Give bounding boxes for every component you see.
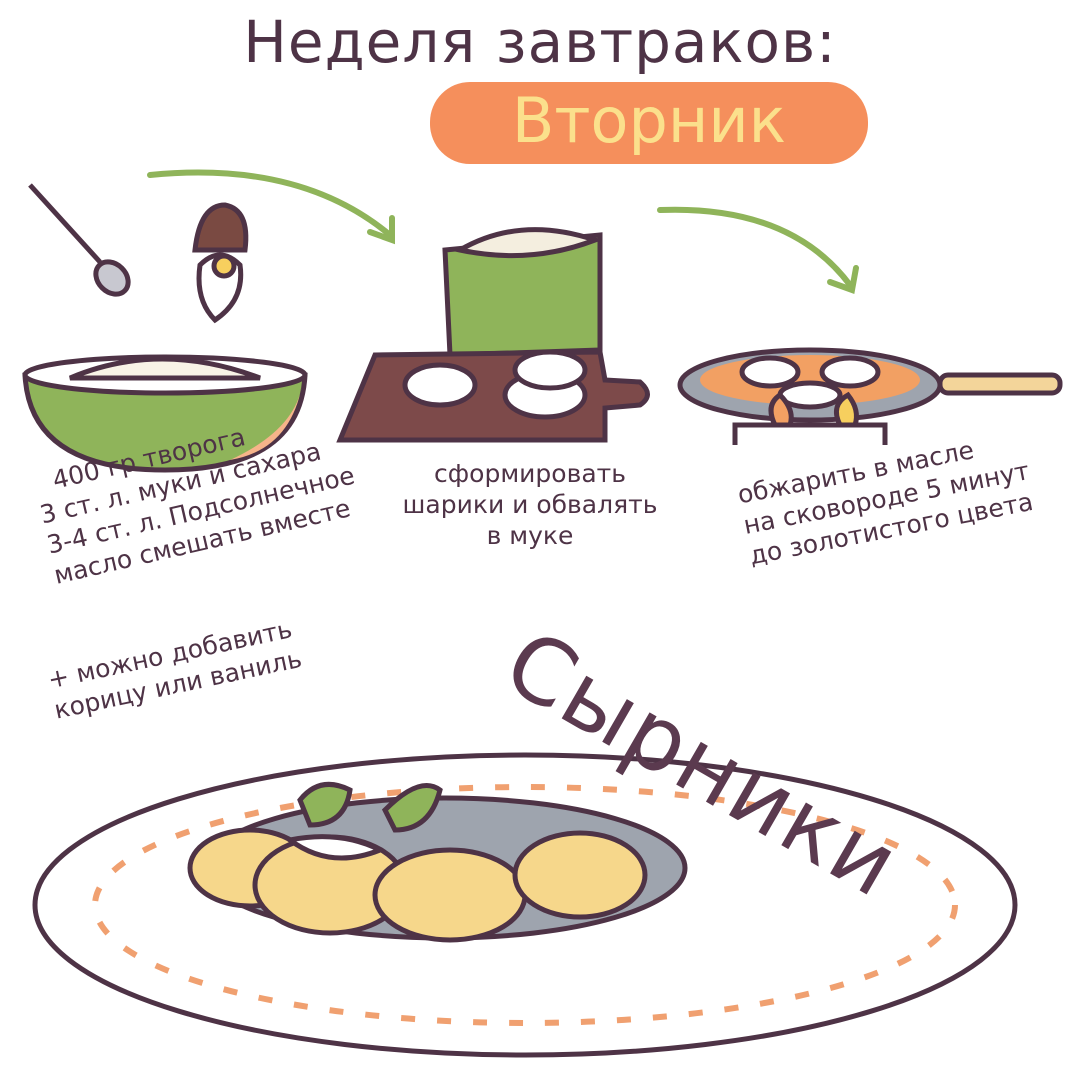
spoon-icon	[28, 183, 131, 297]
step-line: шарики и обвалять	[402, 490, 658, 519]
plate-of-syrniki-icon	[32, 752, 1018, 1058]
egg-icon	[192, 202, 249, 324]
day-label: Вторник	[511, 84, 787, 157]
step-2-text: сформировать шарики и обвалять в муке	[370, 458, 690, 551]
page-title: Неделя завтраков:	[243, 8, 837, 76]
bowl-icon	[22, 354, 308, 473]
flour-bag-icon	[442, 227, 603, 358]
day-highlight	[430, 82, 868, 164]
arrow-icon	[147, 169, 395, 245]
cutting-board-icon	[336, 349, 650, 443]
step-line: сформировать	[434, 459, 626, 488]
frying-pan-icon	[677, 347, 1063, 445]
step-line: в муке	[486, 521, 574, 550]
arrow-icon	[657, 206, 859, 295]
